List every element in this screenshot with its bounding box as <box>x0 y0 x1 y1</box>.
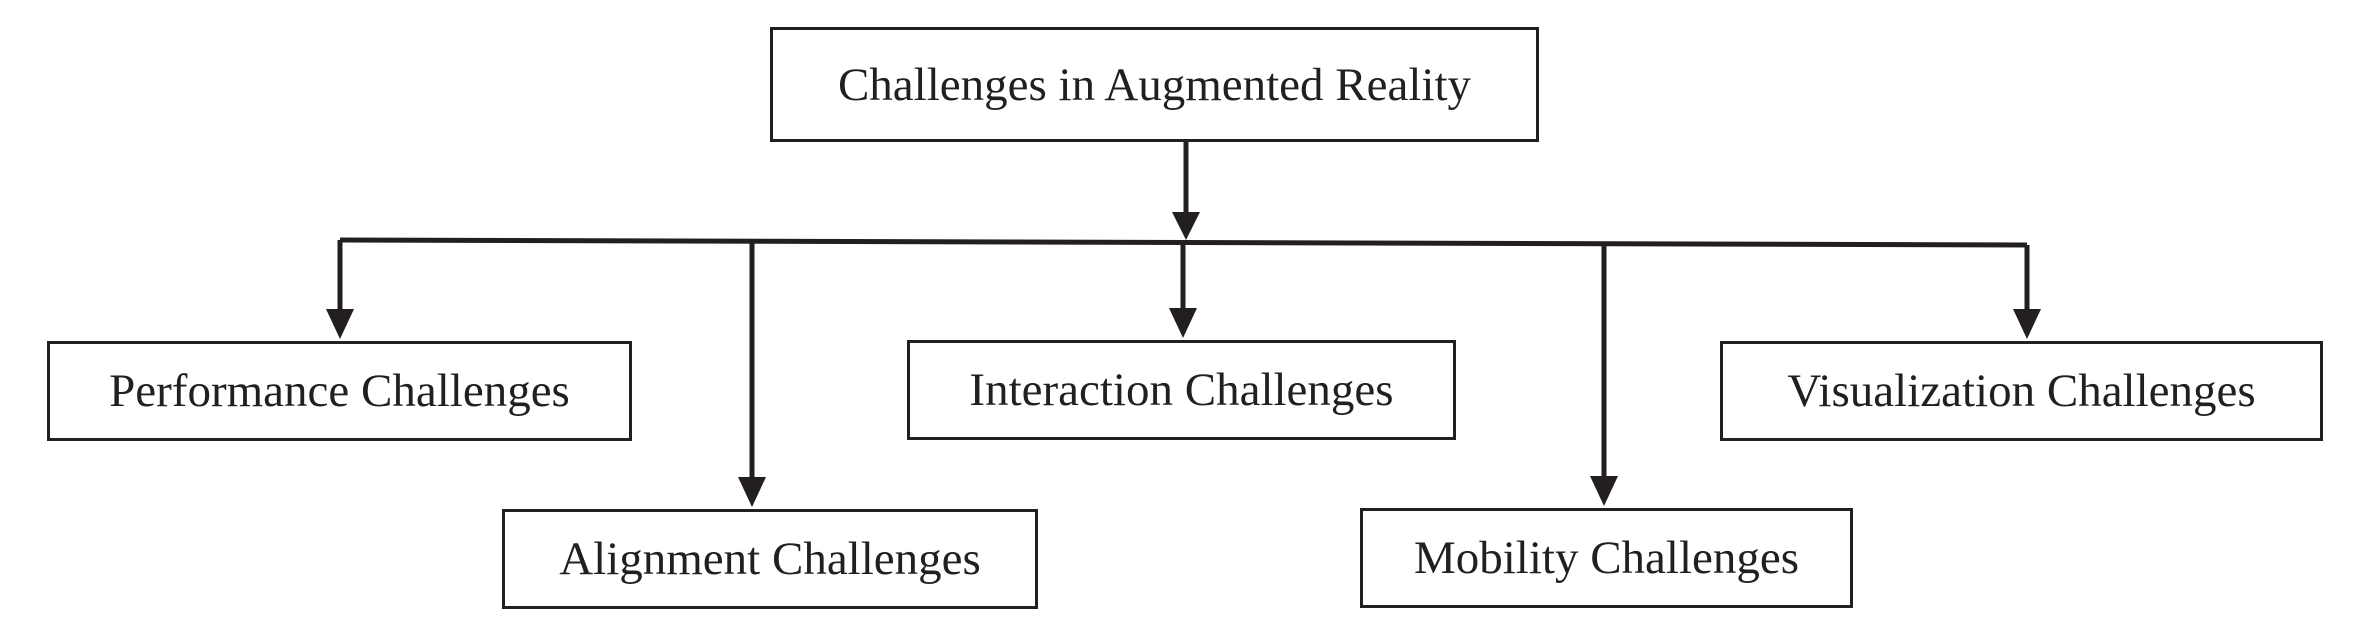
mobility-challenges-label: Mobility Challenges <box>1413 532 1800 584</box>
alignment-challenges-node: Alignment Challenges <box>502 509 1038 609</box>
arrow-interaction-head <box>1169 308 1197 338</box>
performance-challenges-label: Performance Challenges <box>109 365 570 417</box>
visualization-challenges-label: Visualization Challenges <box>1787 365 2256 417</box>
arrow-visualization-head <box>2013 309 2041 339</box>
visualization-challenges-node: Visualization Challenges <box>1720 341 2323 441</box>
arrow-performance-head <box>326 309 354 339</box>
interaction-challenges-label: Interaction Challenges <box>969 364 1394 416</box>
root-node-label: Challenges in Augmented Reality <box>837 58 1472 111</box>
arrow-alignment-head <box>738 477 766 507</box>
root-stem-arrowhead <box>1172 212 1200 240</box>
arrow-mobility-head <box>1590 476 1618 506</box>
alignment-challenges-label: Alignment Challenges <box>559 533 981 585</box>
root-node: Challenges in Augmented Reality <box>770 27 1539 142</box>
interaction-challenges-node: Interaction Challenges <box>907 340 1456 440</box>
mobility-challenges-node: Mobility Challenges <box>1360 508 1853 608</box>
performance-challenges-node: Performance Challenges <box>47 341 632 441</box>
